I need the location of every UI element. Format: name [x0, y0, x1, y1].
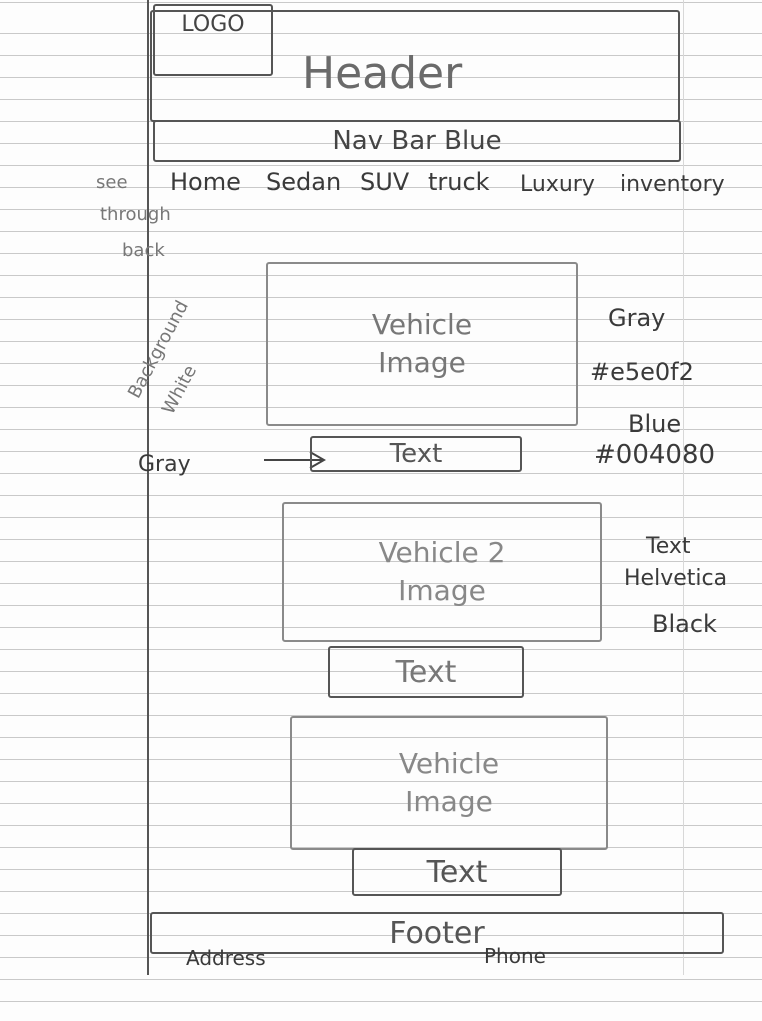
footer-phone: Phone	[484, 944, 546, 968]
nav-item-home: Home	[170, 168, 241, 196]
note-blue-hex: #004080	[594, 440, 716, 470]
logo-label: LOGO	[181, 12, 245, 37]
note-see: see	[96, 172, 128, 193]
right-margin-line	[683, 0, 684, 975]
vehicle-2-image-box: Vehicle 2 Image	[282, 502, 602, 642]
vehicle-2-text-box: Text	[328, 646, 524, 698]
note-gray-left: Gray	[138, 452, 191, 477]
vehicle-3-text: Text	[426, 854, 488, 890]
header-title: Header	[302, 48, 463, 99]
footer-box: Footer	[150, 912, 724, 954]
nav-item-luxury: Luxury	[520, 172, 595, 197]
vehicle-3-image-box: Vehicle Image	[290, 716, 608, 850]
nav-item-suv: SUV	[360, 168, 410, 196]
note-blue-label: Blue	[628, 410, 682, 438]
footer-label: Footer	[389, 915, 485, 951]
note-gray-label: Gray	[608, 304, 666, 332]
vehicle-1-image-label: Vehicle Image	[371, 308, 473, 379]
vehicle-2-text: Text	[395, 654, 457, 690]
vehicle-3-text-box: Text	[352, 848, 562, 896]
nav-bar-box: Nav Bar Blue	[153, 120, 681, 162]
nav-bar-label: Nav Bar Blue	[332, 126, 502, 156]
nav-item-truck: truck	[428, 168, 490, 196]
note-text: Text	[646, 534, 691, 559]
note-black: Black	[652, 610, 717, 638]
vehicle-3-image-label: Vehicle Image	[398, 747, 500, 818]
note-through: through	[100, 204, 171, 225]
vehicle-1-image-box: Vehicle Image	[266, 262, 578, 426]
vehicle-2-image-label: Vehicle 2 Image	[378, 536, 506, 607]
vehicle-1-text-box: Text	[310, 436, 522, 472]
vehicle-1-text: Text	[389, 439, 443, 469]
nav-item-sedan: Sedan	[266, 168, 342, 196]
logo-box: LOGO	[153, 4, 273, 76]
note-helvetica: Helvetica	[624, 566, 728, 591]
nav-item-inventory: inventory	[620, 172, 725, 197]
footer-address: Address	[186, 946, 266, 970]
margin-line	[147, 0, 149, 975]
arrow-right-icon	[264, 451, 327, 469]
note-back: back	[122, 240, 165, 261]
note-gray-hex: #e5e0f2	[590, 358, 694, 386]
